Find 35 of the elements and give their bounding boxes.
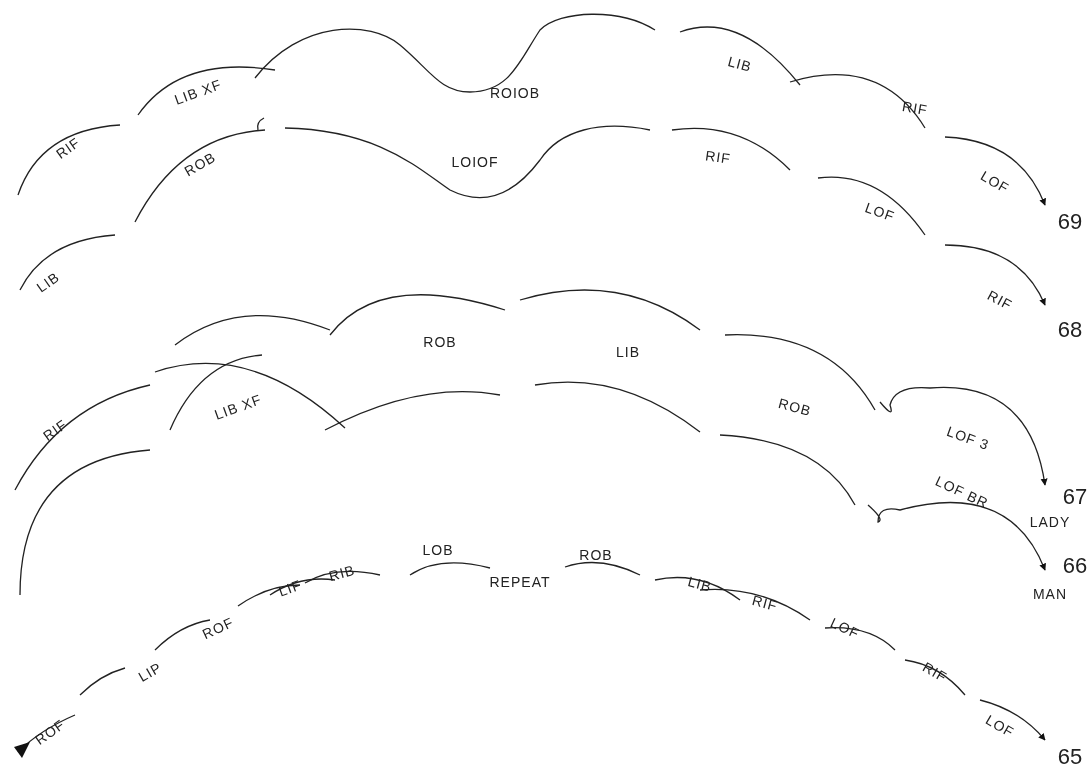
edge-code: RIF (920, 659, 950, 685)
edge-code: RIF (901, 98, 929, 118)
repeat-note: REPEAT (489, 575, 551, 589)
edge-code: RIF (40, 416, 70, 444)
edge-code: LOF (828, 615, 862, 641)
edge-code: ROF (200, 614, 236, 642)
edge-code: LOF BR (933, 473, 991, 511)
edge-code: LIB (34, 269, 62, 295)
step-number: 68 (1057, 319, 1083, 341)
edge-code: LIB (616, 345, 640, 359)
edge-code: LOF (983, 712, 1017, 740)
edge-code: LOB (422, 543, 454, 557)
step-number: 65 (1057, 746, 1083, 768)
edge-code: LIP (136, 659, 164, 685)
edge-code: RIF (750, 592, 780, 614)
edge-code: ROIOB (489, 86, 541, 100)
edge-code: LIB (726, 54, 754, 74)
edge-code: RIF (704, 148, 732, 166)
partner-label: LADY (1029, 515, 1071, 529)
step-number: 67 (1062, 486, 1088, 508)
edge-code: ROB (579, 548, 613, 562)
edge-code: RIF (53, 134, 83, 162)
partner-label: MAN (1032, 587, 1068, 601)
step-number: 66 (1062, 555, 1088, 577)
edge-code: RIF (985, 287, 1015, 313)
edge-code: LIB XF (172, 77, 224, 107)
step-number: 69 (1057, 211, 1083, 233)
edge-code: LOIOF (451, 155, 499, 169)
edge-code: LIB XF (212, 392, 264, 422)
edge-code: ROB (777, 395, 813, 419)
edge-code: LOF 3 (945, 423, 991, 453)
edge-code: LOF (863, 200, 897, 224)
edge-code: LOF (978, 168, 1012, 196)
edge-code: ROB (423, 335, 457, 349)
edge-code: ROB (182, 149, 218, 179)
